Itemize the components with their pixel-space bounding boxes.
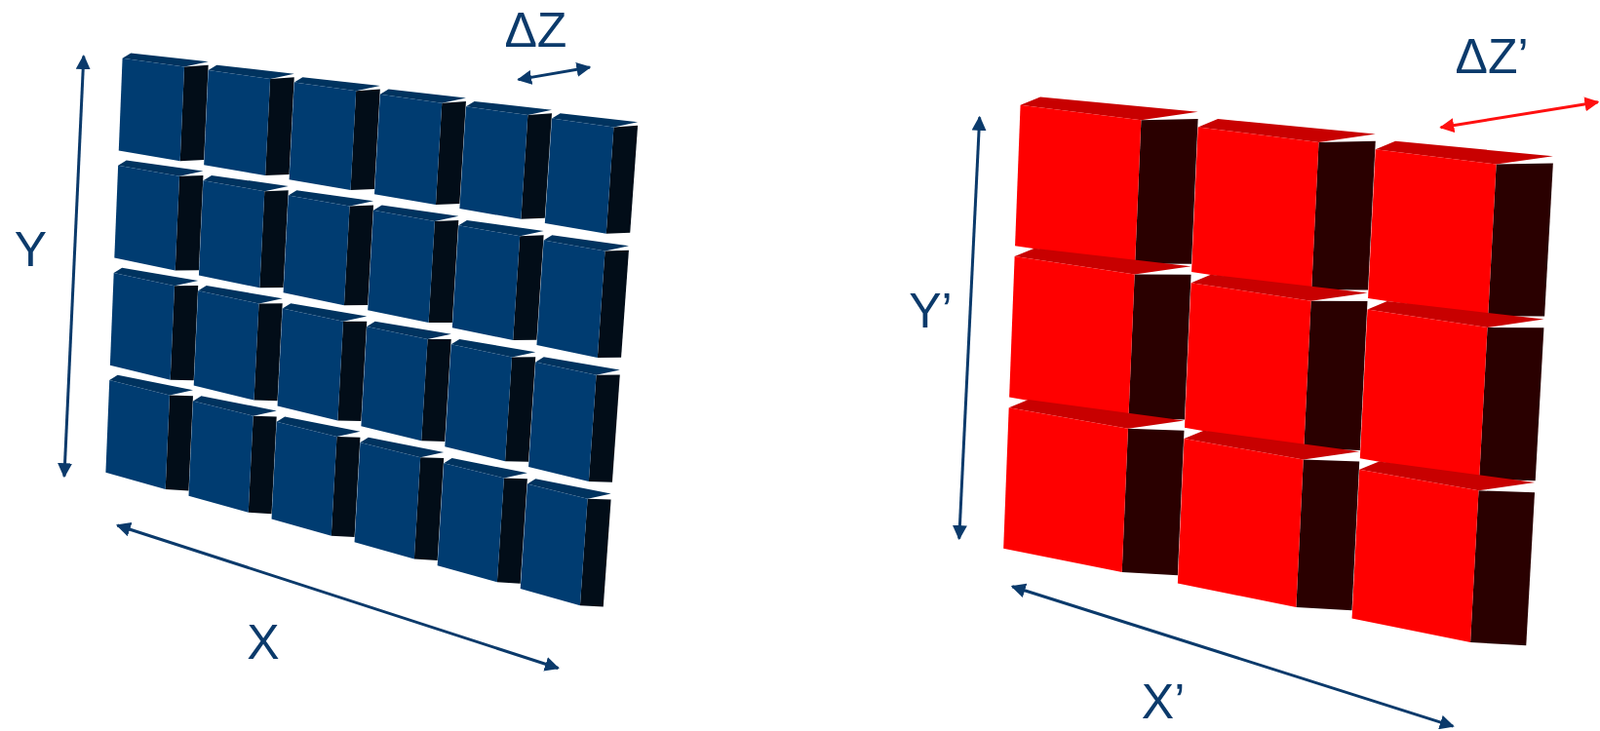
dimension-arrow (518, 67, 590, 80)
cube-front (545, 118, 615, 235)
red-cube (1352, 461, 1535, 646)
cube-front (1184, 282, 1312, 449)
dimension-arrow (64, 56, 84, 477)
dimension-arrow (959, 117, 980, 539)
blue-cube (536, 234, 629, 358)
cube-front (188, 400, 253, 512)
cube-front (520, 484, 588, 607)
dimension-arrow (117, 525, 558, 669)
cube-front (110, 273, 175, 381)
cube-front (459, 106, 528, 220)
red-cube (1191, 118, 1376, 290)
dimension-label: X’ (1141, 677, 1185, 727)
cube-side (1470, 490, 1535, 646)
cube-front (1360, 309, 1488, 479)
cube-side (1311, 141, 1376, 291)
blue-cube (520, 478, 612, 607)
cube-side (265, 77, 295, 176)
blue-cube (437, 458, 528, 585)
cube-front (1367, 149, 1497, 316)
cube-front (198, 180, 265, 288)
cube-side (180, 65, 209, 161)
blue-cube (118, 52, 209, 161)
red-cube (1184, 274, 1368, 451)
blue-cube (105, 375, 194, 492)
red-cube (1360, 301, 1545, 481)
cube-front (277, 309, 344, 422)
cube-side (175, 175, 204, 272)
cube-side (1295, 460, 1360, 612)
cube-front (114, 165, 180, 272)
cube-front (194, 290, 260, 400)
cube-front (354, 442, 422, 560)
red-cube (1367, 141, 1554, 317)
blue-cube (374, 89, 467, 205)
dimension-label: X (246, 618, 279, 667)
cube-front (1352, 469, 1480, 643)
blue-cube (203, 65, 295, 176)
blue-cube (194, 285, 283, 401)
cube-side (259, 190, 288, 288)
blue-cube (354, 437, 445, 561)
cube-side (1128, 274, 1191, 421)
cube-side (165, 394, 194, 491)
cube-front (367, 210, 435, 323)
cube-front (1177, 438, 1304, 608)
blue-cube-array (105, 52, 638, 607)
cube-side (1134, 118, 1199, 265)
blue-cube (459, 101, 552, 220)
blue-cube (360, 321, 451, 442)
cube-side (254, 303, 283, 401)
blue-cube (283, 190, 374, 306)
blue-cube (277, 303, 368, 422)
cube-front (1003, 407, 1129, 573)
red-cube (1177, 430, 1360, 612)
cube-side (248, 416, 277, 515)
cube-side (170, 285, 199, 381)
blue-cube (545, 113, 638, 234)
dimension-label: ΔZ (504, 5, 567, 55)
red-cube (1003, 399, 1184, 576)
cube-front (452, 225, 520, 341)
blue-cube (110, 268, 198, 382)
cube-side (1303, 301, 1367, 451)
cube-side (1487, 162, 1554, 316)
cube-front (374, 94, 442, 205)
blue-cube (444, 339, 536, 463)
blue-cube (188, 395, 276, 514)
cube-front (1191, 126, 1319, 290)
cube-front (536, 240, 605, 358)
red-cube (1014, 96, 1199, 264)
cube-front (105, 380, 170, 490)
dimension-label: Y’ (908, 286, 952, 336)
blue-cube (272, 416, 361, 538)
cube-front (289, 81, 357, 191)
cube-front (1014, 105, 1141, 265)
cube-front (437, 463, 505, 583)
dimension-arrow (1441, 102, 1599, 128)
cube-front (444, 344, 512, 462)
blue-cube (452, 220, 545, 341)
blue-cube (289, 77, 381, 191)
blue-cube (114, 160, 203, 272)
red-cube (1009, 248, 1191, 421)
cube-front (203, 70, 271, 176)
blue-cube (198, 175, 289, 288)
cube-front (272, 422, 338, 537)
blue-cube (367, 205, 459, 323)
cube-front (1009, 256, 1135, 419)
dimension-label: Y (14, 225, 47, 274)
blue-cube (528, 356, 621, 482)
cube-side (1122, 429, 1185, 576)
cube-front (528, 362, 596, 483)
cube-side (1479, 327, 1544, 481)
dimension-arrow (1012, 586, 1453, 727)
red-cube-array (1003, 96, 1554, 646)
dimension-label: ΔZ’ (1455, 32, 1529, 81)
cube-front (360, 326, 428, 441)
cube-front (118, 58, 185, 161)
cube-front (283, 195, 351, 307)
